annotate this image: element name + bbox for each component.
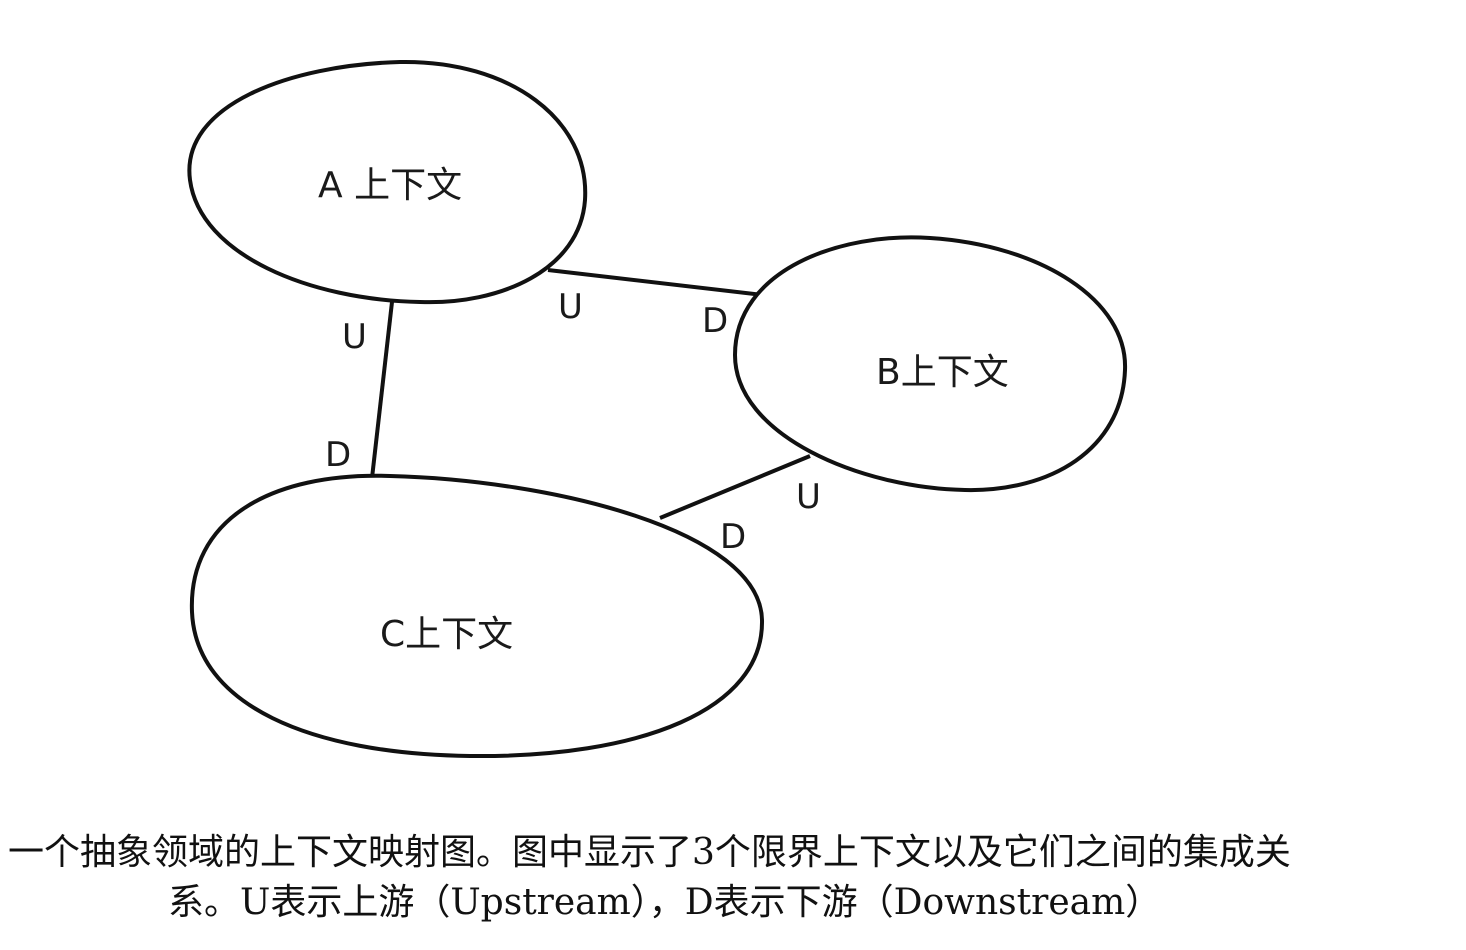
relation-b-c-downstream-label: D bbox=[720, 517, 746, 557]
relation-line-a-c bbox=[370, 301, 394, 479]
relation-line-a-b bbox=[547, 268, 773, 298]
context-a-shape bbox=[187, 59, 588, 305]
relation-a-b-upstream-label: U bbox=[558, 287, 583, 327]
context-b-label: B上下文 bbox=[876, 352, 1009, 393]
context-a-label: A 上下文 bbox=[318, 165, 462, 206]
relation-a-b-downstream-label: D bbox=[702, 301, 728, 341]
caption-line-1: 一个抽象领域的上下文映射图。图中显示了3个限界上下文以及它们之间的集成关 bbox=[8, 832, 1291, 873]
relation-a-c-downstream-label: D bbox=[325, 435, 351, 475]
context-map-diagram: A 上下文 B上下文 C上下文 U D U D U D bbox=[187, 59, 1128, 759]
relation-a-c-upstream-label: U bbox=[342, 317, 367, 357]
caption-line-2: 系。U表示上游（Upstream），D表示下游（Downstream） bbox=[168, 882, 1162, 923]
figure-caption: 一个抽象领域的上下文映射图。图中显示了3个限界上下文以及它们之间的集成关 系。U… bbox=[0, 828, 1466, 928]
context-c-label: C上下文 bbox=[380, 614, 513, 655]
context-b-shape bbox=[732, 235, 1128, 493]
context-c-shape bbox=[189, 473, 765, 759]
relation-b-c-upstream-label: U bbox=[796, 477, 821, 517]
relation-line-b-c bbox=[659, 454, 811, 520]
